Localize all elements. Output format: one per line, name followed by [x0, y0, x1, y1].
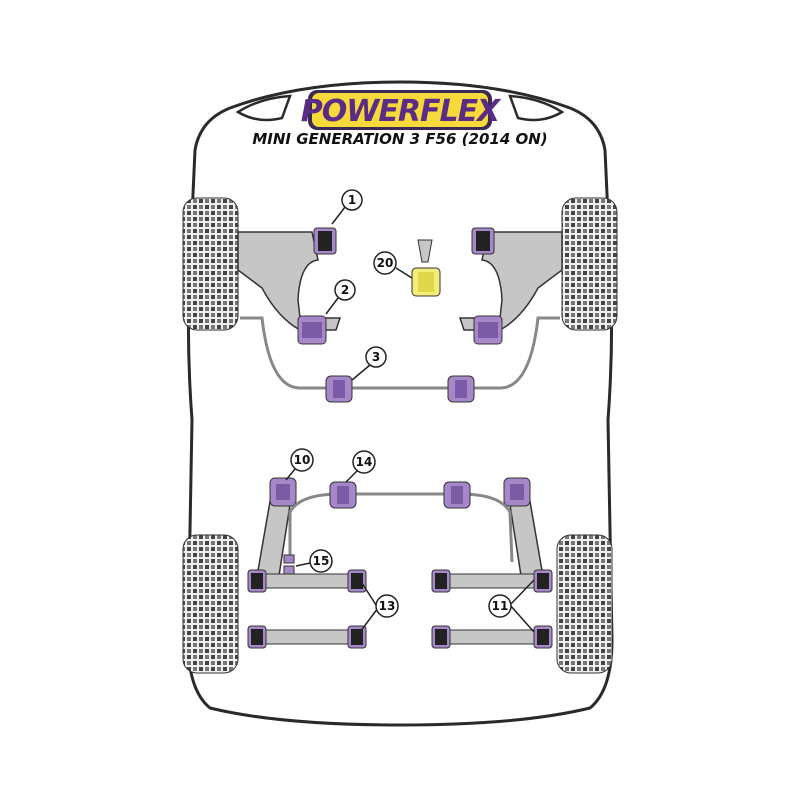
rear-right-tire: [556, 534, 613, 674]
callout-2: 2: [334, 279, 356, 301]
front-left-tire: [182, 197, 239, 331]
rear-left-upper-link: [255, 573, 361, 589]
svg-text:11: 11: [492, 599, 509, 613]
powerflex-logo: POWERFLEX: [301, 90, 503, 130]
rear-right-lower-link: [439, 629, 545, 645]
bushing-trailing-arm-left: [269, 477, 297, 507]
svg-text:14: 14: [356, 455, 373, 469]
callout-15: 15: [309, 549, 333, 573]
svg-text:2: 2: [341, 283, 349, 297]
svg-text:10: 10: [294, 453, 311, 467]
logo-text: POWERFLEX: [301, 94, 502, 129]
bushing-front-arm-left: [313, 227, 337, 255]
model-subtitle: MINI GENERATION 3 F56 (2014 ON): [252, 130, 547, 148]
svg-text:15: 15: [313, 554, 330, 568]
callout-leaders: [285, 206, 535, 633]
bushing-front-arm-right: [471, 227, 495, 255]
rear-anti-roll-bar: [288, 492, 514, 563]
callout-10: 10: [290, 448, 314, 472]
bushing-front-arb-right: [447, 375, 475, 403]
svg-text:1: 1: [348, 193, 356, 207]
front-left-control-arm: [237, 231, 342, 331]
rear-left-tire: [182, 534, 239, 674]
rear-left-lower-link: [255, 629, 361, 645]
svg-text:3: 3: [372, 350, 380, 364]
bushing-rear-arb-right: [443, 481, 471, 509]
callout-14: 14: [352, 450, 376, 474]
front-right-control-arm: [458, 231, 563, 331]
bushing-front-arb-left: [325, 375, 353, 403]
bushing-trailing-arm-right: [503, 477, 531, 507]
headlight-right: [508, 94, 565, 122]
bushing-rear-arm-left: [297, 315, 327, 345]
front-anti-roll-bar: [240, 316, 560, 390]
svg-text:20: 20: [377, 256, 394, 270]
callout-11: 11: [488, 594, 512, 618]
callout-20: 20: [373, 251, 397, 275]
engine-mount-insert: [411, 239, 441, 297]
callout-13: 13: [375, 594, 399, 618]
callout-3: 3: [365, 346, 387, 368]
rear-link-bushings: [247, 569, 553, 649]
callout-1: 1: [341, 189, 363, 211]
headlight-left: [235, 94, 292, 122]
front-right-tire: [561, 197, 618, 331]
bushing-rear-arb-left: [329, 481, 357, 509]
svg-text:13: 13: [379, 599, 396, 613]
bushing-rear-arm-right: [473, 315, 503, 345]
